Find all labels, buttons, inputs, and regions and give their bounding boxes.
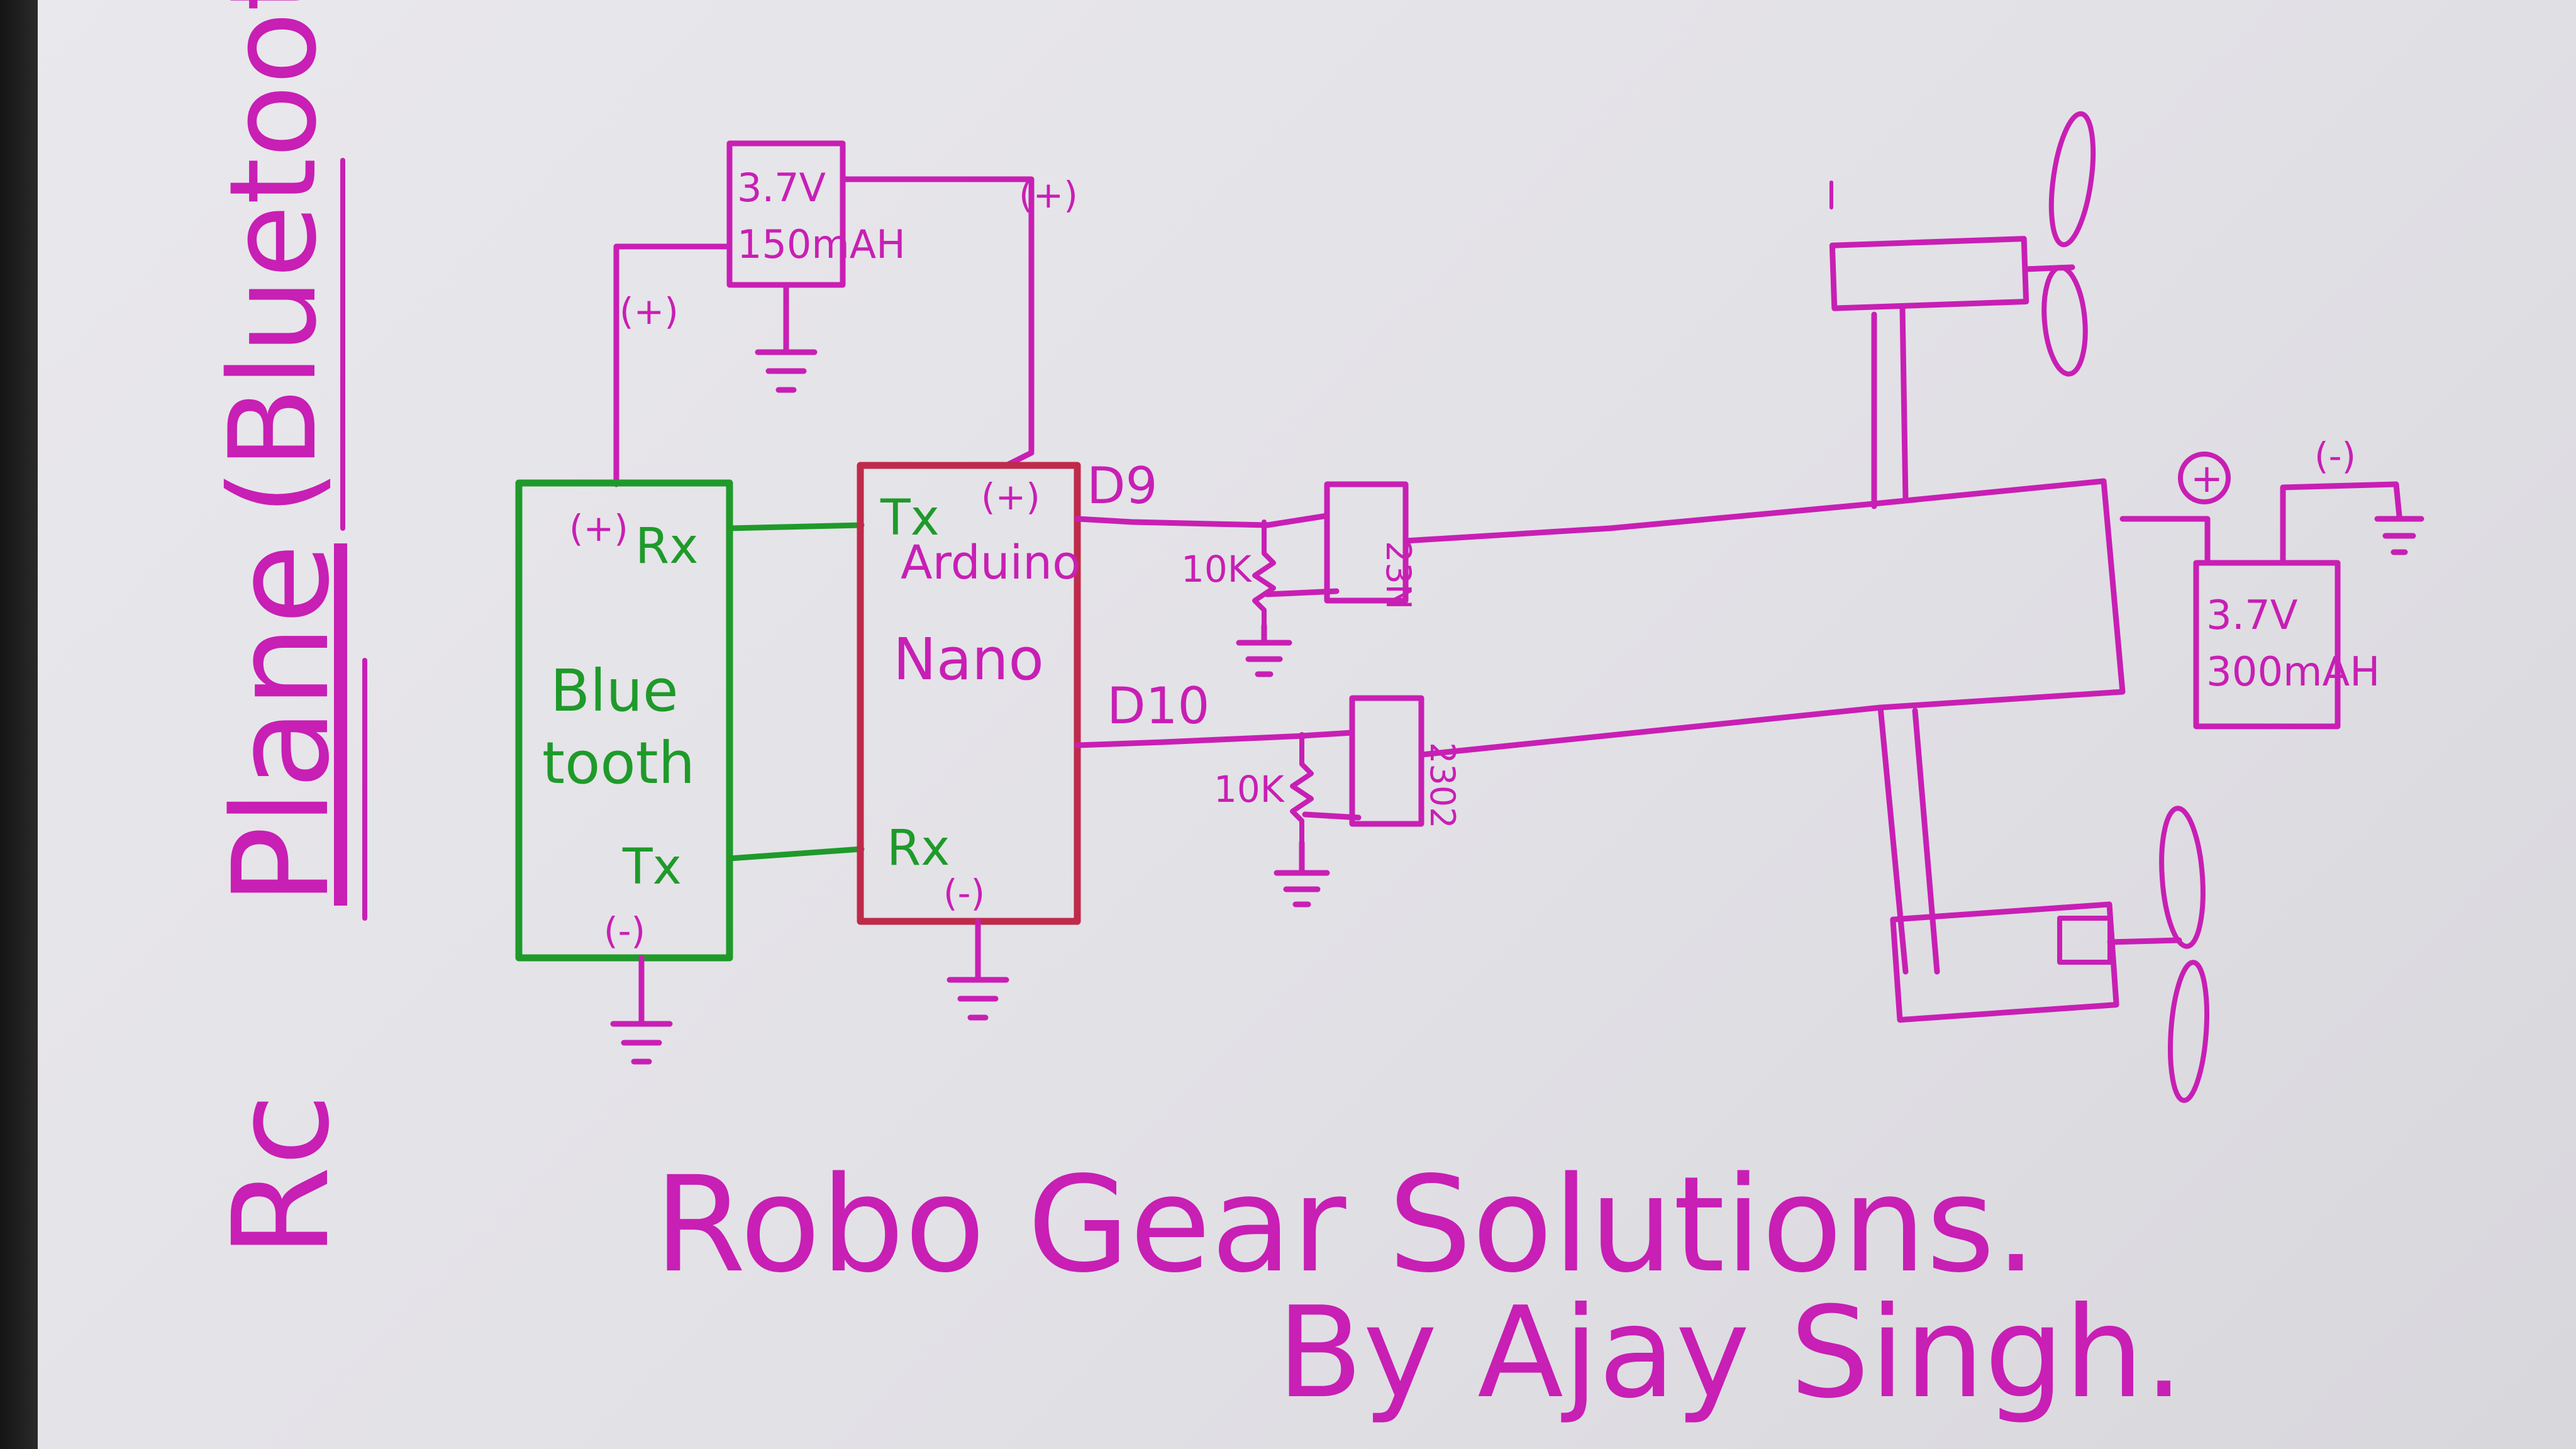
bluetooth-label-1: Blue xyxy=(550,657,679,724)
propeller-bottom-icon xyxy=(2159,806,2209,1103)
battery-small-plus-left: (+) xyxy=(619,290,679,333)
arduino-plus: (+) xyxy=(981,475,1040,518)
bluetooth-plus: (+) xyxy=(569,507,628,550)
motor-bottom xyxy=(1877,704,2182,1023)
battery-main-minus: (-) xyxy=(2314,435,2356,477)
arduino-nano: Arduino Nano Tx Rx (+) (-) xyxy=(857,462,1081,1021)
battery-main: 3.7V 300mAH + (-) xyxy=(2119,435,2424,730)
battery-main-voltage: 3.7V xyxy=(2206,592,2298,639)
resistor-2-label: 10K xyxy=(1214,768,1285,811)
arduino-tx: Tx xyxy=(880,490,940,547)
battery-main-capacity: 300mAH xyxy=(2206,649,2380,696)
resistor-1-label: 10K xyxy=(1181,548,1253,591)
bluetooth-label-2: tooth xyxy=(542,730,695,797)
wire-bt-tx-to-nano-rx xyxy=(726,846,865,862)
battery-main-plus: + xyxy=(2190,455,2223,501)
motor-driver-2: 10K 2302 xyxy=(1074,695,1884,908)
title-rc: Rc xyxy=(204,1094,358,1258)
pin-d9: D9 xyxy=(1087,457,1158,515)
credit-company: Robo Gear Solutions. xyxy=(654,1148,2037,1302)
arduino-rx: Rx xyxy=(887,820,950,877)
arduino-label-2: Nano xyxy=(893,626,1044,693)
bluetooth-module: Blue tooth Rx Tx (+) (-) xyxy=(515,479,733,1065)
power-bus xyxy=(1607,478,2126,711)
battery-small-plus-right: (+) xyxy=(1019,174,1078,216)
arduino-label-1: Arduino xyxy=(901,536,1080,590)
arduino-minus: (-) xyxy=(943,872,985,914)
battery-small-capacity: 150mAH xyxy=(737,221,906,267)
motor-top xyxy=(1829,180,2075,509)
pin-d10: D10 xyxy=(1107,677,1209,735)
title-block: Rc Plane (Bluetooth) xyxy=(204,0,358,1258)
propeller-top-icon xyxy=(2041,111,2096,377)
title-plane: Plane xyxy=(204,543,358,906)
bluetooth-minus: (-) xyxy=(604,909,645,952)
battery-small-voltage: 3.7V xyxy=(737,165,826,211)
bluetooth-tx: Tx xyxy=(622,839,682,896)
table-edge xyxy=(0,0,38,1449)
battery-small: 3.7V 150mAH (+) (+) xyxy=(613,140,1078,487)
credit-author: By Ajay Singh. xyxy=(1277,1280,2184,1426)
transistor-1-label: 23N xyxy=(1379,541,1418,609)
wire-bt-rx-to-nano-tx xyxy=(726,522,865,531)
bluetooth-rx: Rx xyxy=(635,518,698,575)
title-subtitle: (Bluetooth) xyxy=(204,0,343,516)
motor-driver-1: 10K 23N xyxy=(1074,481,1613,677)
